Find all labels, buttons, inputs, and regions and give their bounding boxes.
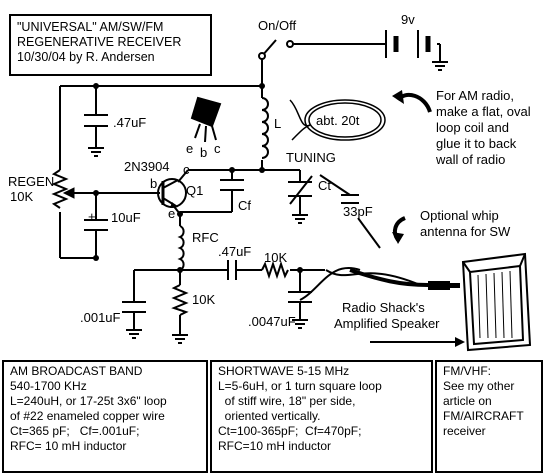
loop-turns-label: abt. 20t: [316, 113, 360, 128]
resistor-regen: [51, 169, 69, 209]
am-note-line: glue it to back: [436, 136, 517, 151]
tuning-label: TUNING: [286, 150, 336, 165]
coil-rfc: [177, 225, 185, 271]
ground-symbols: [88, 61, 448, 344]
am-line: L=240uH, or 17-25t 3x6" loop: [10, 394, 167, 408]
resistor-10k-series: [261, 260, 289, 280]
regen-value: 10K: [10, 189, 33, 204]
transistor-package-icon: [190, 96, 222, 143]
res-series-label: 10K: [264, 250, 287, 265]
wires: [59, 39, 441, 335]
cf-label: Cf: [238, 198, 251, 213]
sw-line: L=5-6uH, or 1 turn square loop: [218, 379, 382, 393]
sw-line: RFC=10 mH inductor: [218, 439, 332, 453]
cap-out-label: .47uF: [218, 244, 251, 259]
switch-contact: [258, 52, 266, 60]
title-line: "UNIVERSAL" AM/SW/FM: [17, 20, 164, 34]
transistor-type: 2N3904: [124, 159, 170, 174]
transistor-pin-b: b: [200, 145, 207, 160]
whip-note-line: antenna for SW: [420, 224, 511, 239]
fm-line: receiver: [443, 424, 486, 438]
speaker-note-line: Radio Shack's: [342, 300, 425, 315]
cap-33pf-label: 33pF: [343, 204, 373, 219]
whip-note-line: Optional whip: [420, 208, 499, 223]
title-box: "UNIVERSAL" AM/SW/FM REGENERATIVE RECEIV…: [9, 14, 212, 76]
ct-label: Ct: [318, 178, 331, 193]
coil-l: [261, 97, 269, 159]
am-band-box: AM BROADCAST BAND 540-1700 KHz L=240uH, …: [2, 360, 208, 473]
battery-label: 9v: [401, 12, 415, 27]
loop-coil: [289, 99, 386, 141]
speaker-icon: [461, 252, 532, 352]
junction-dots: [93, 83, 303, 273]
capacitor-plates: [84, 114, 359, 313]
plus-label: +: [88, 209, 96, 224]
regen-label: REGEN: [8, 174, 54, 189]
fm-line: See my other: [443, 379, 515, 393]
am-line: 540-1700 KHz: [10, 379, 87, 393]
cap-0047-label: .0047uF: [248, 314, 296, 329]
cap-001-label: .001uF: [80, 310, 121, 325]
notes: For AM radio, make a flat, oval loop coi…: [334, 88, 531, 331]
am-note-line: loop coil and: [436, 120, 509, 135]
pin-b-label: b: [150, 176, 157, 191]
coil-label: L: [274, 116, 281, 131]
switch-label: On/Off: [258, 18, 296, 33]
am-line: RFC= 10 mH inductor: [10, 439, 127, 453]
fm-line: FM/VHF:: [443, 364, 491, 378]
resistor-10k-shunt: [171, 284, 189, 316]
rfc-label: RFC: [192, 230, 219, 245]
transistor-q1: [157, 178, 187, 208]
am-note-line: For AM radio,: [436, 88, 514, 103]
pin-e-label: e: [168, 206, 175, 221]
pin-c-label: c: [183, 162, 190, 177]
sw-line: SHORTWAVE 5-15 MHz: [218, 364, 350, 378]
transistor-ref: Q1: [186, 183, 203, 198]
arrow-head-icon: [392, 232, 404, 244]
sw-line: of stiff wire, 18" per side,: [218, 394, 356, 408]
am-line: AM BROADCAST BAND: [10, 364, 143, 378]
switch-contact: [286, 40, 294, 48]
fm-line: article on: [443, 394, 492, 408]
sw-line: Ct=100-365pF; Cf=470pF;: [218, 424, 362, 438]
title-line: 10/30/04 by R. Andersen: [17, 50, 155, 64]
battery-symbol: [385, 30, 431, 58]
regen-wiper-arrow: [62, 187, 75, 199]
cap-10uf-label: 10uF: [111, 210, 141, 225]
cap-top-label: .47uF: [113, 115, 146, 130]
arrow-head-icon: [392, 90, 404, 104]
am-note-line: wall of radio: [435, 152, 505, 167]
transistor-pin-c: c: [214, 141, 221, 156]
component-labels: On/Off 9v .47uF L abt. 20t e b c 2N3904 …: [8, 12, 415, 329]
fm-line: FM/AIRCRAFT: [443, 409, 524, 423]
am-line: of #22 enameled copper wire: [10, 409, 165, 423]
title-line: REGENERATIVE RECEIVER: [17, 35, 182, 49]
res-shunt-label: 10K: [192, 292, 215, 307]
audio-plug: [349, 268, 460, 290]
transistor-pin-e: e: [186, 141, 193, 156]
am-note-line: make a flat, oval: [436, 104, 531, 119]
am-line: Ct=365 pF; Cf=.001uF;: [10, 424, 140, 438]
sw-line: oriented vertically.: [218, 409, 321, 423]
speaker-note-line: Amplified Speaker: [334, 316, 440, 331]
fm-box: FM/VHF: See my other article on FM/AIRCR…: [435, 360, 543, 473]
sw-band-box: SHORTWAVE 5-15 MHz L=5-6uH, or 1 turn sq…: [210, 360, 433, 473]
